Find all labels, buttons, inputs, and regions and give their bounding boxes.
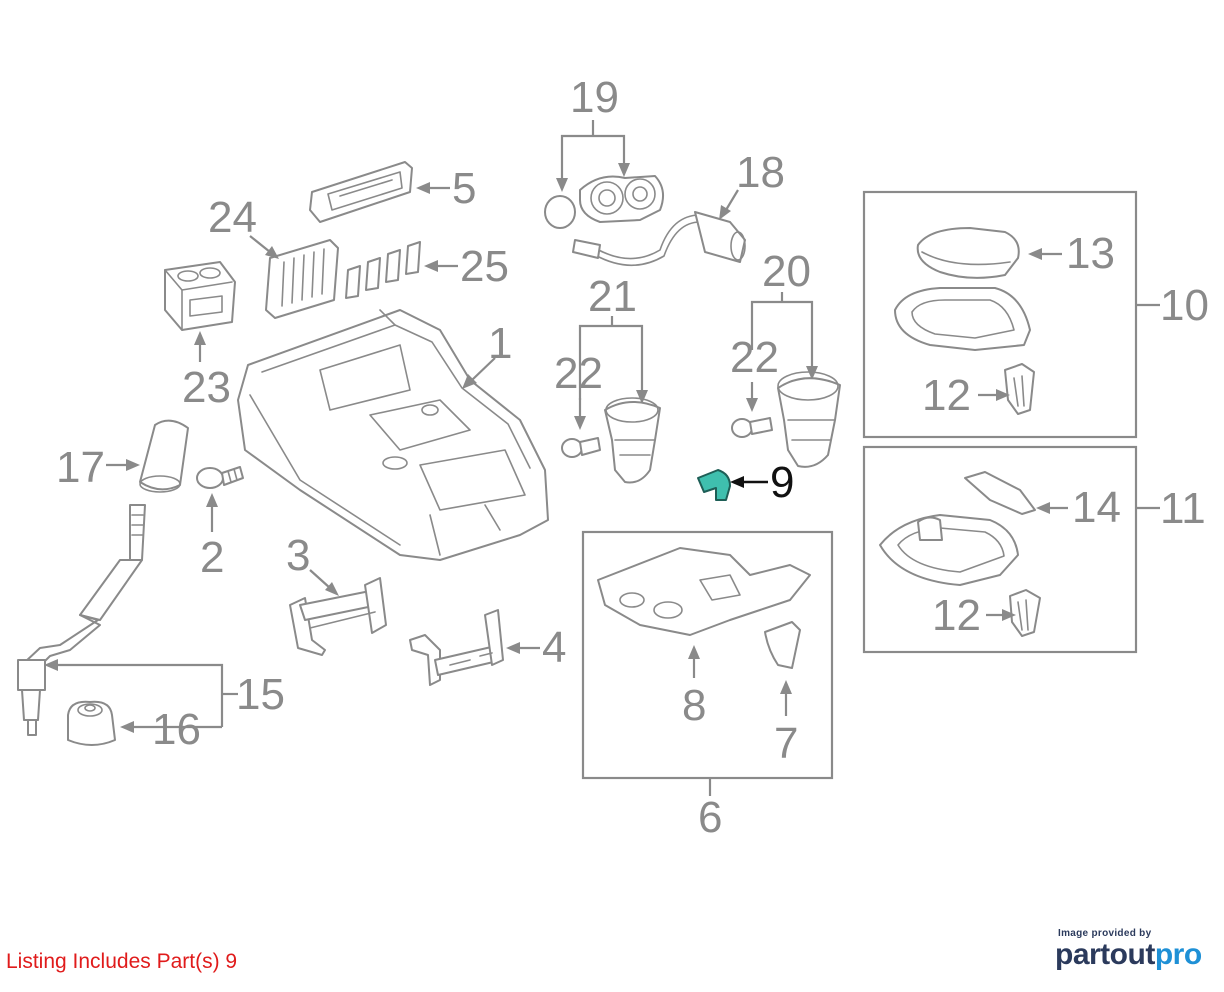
part-21-switch <box>604 397 661 484</box>
part-16-bushing <box>67 700 116 746</box>
callout-10: 10 <box>1160 281 1209 330</box>
part-9-clip <box>697 469 731 501</box>
part-7-clip <box>764 621 801 669</box>
logo-text-partout: partout <box>1055 938 1155 971</box>
leader-22-right <box>746 382 758 412</box>
leader-13 <box>1028 248 1062 260</box>
leader-5 <box>416 182 450 194</box>
callout-9: 9 <box>770 458 794 507</box>
leader-18 <box>719 189 739 220</box>
callout-23: 23 <box>182 363 231 412</box>
leader-14 <box>1036 502 1068 514</box>
callout-8: 8 <box>682 681 706 730</box>
callout-20: 20 <box>762 247 811 296</box>
part-25-clips <box>345 241 421 299</box>
group-11-box <box>862 445 1138 654</box>
leader-1 <box>462 357 496 389</box>
leader-24 <box>249 235 279 259</box>
part-19-housing <box>579 175 665 223</box>
part-8-tray <box>597 547 811 636</box>
part-24-vent <box>265 239 339 319</box>
part-20-switch <box>777 371 841 468</box>
part-22-bolt-left <box>561 437 601 458</box>
callout-2: 2 <box>200 533 224 582</box>
callout-12-lower: 12 <box>932 591 981 640</box>
callout-17: 17 <box>56 443 105 492</box>
part-1-console-body <box>237 309 549 561</box>
part-2-bolt <box>196 466 244 489</box>
leader-2 <box>206 493 218 532</box>
callout-11: 11 <box>1160 484 1206 533</box>
callout-22-left: 22 <box>554 349 603 398</box>
callout-7: 7 <box>774 719 798 768</box>
callout-18: 18 <box>736 148 785 197</box>
callout-24: 24 <box>208 193 257 242</box>
part-14-trim <box>964 471 1036 515</box>
part-3-bracket <box>289 577 387 656</box>
leader-16 <box>120 721 222 733</box>
part-15-lever <box>17 504 146 736</box>
logo-text-pro: pro <box>1154 938 1202 971</box>
leader-15 <box>44 659 238 727</box>
callout-21: 21 <box>588 272 637 321</box>
callout-6: 6 <box>698 793 722 842</box>
leader-3 <box>309 569 339 596</box>
provider-caption: Image provided by <box>1058 928 1152 939</box>
part-22-bolt-right <box>731 417 773 438</box>
partoutpro-logo: partoutpro <box>1055 938 1202 972</box>
leader-23 <box>194 331 206 362</box>
leader-12-upper <box>978 389 1010 401</box>
part-11-boot <box>879 514 1019 586</box>
leader-9 <box>730 476 768 488</box>
part-13-cover <box>916 227 1020 279</box>
leader-12-lower <box>986 609 1016 621</box>
part-23-switch <box>164 261 236 331</box>
leader-7 <box>780 680 792 716</box>
callout-12-upper: 12 <box>922 371 971 420</box>
callout-14: 14 <box>1072 483 1121 532</box>
part-4-bracket <box>409 609 504 686</box>
part-18-socket <box>572 211 746 266</box>
callout-15: 15 <box>236 670 285 719</box>
callout-4: 4 <box>542 623 566 672</box>
leader-19 <box>556 120 630 192</box>
callout-5: 5 <box>452 164 476 213</box>
part-17-knob <box>139 419 189 493</box>
part-12-clip-lower <box>1009 589 1041 637</box>
leader-8 <box>688 645 700 678</box>
leader-17 <box>106 459 140 471</box>
callout-13: 13 <box>1066 229 1115 278</box>
callout-25: 25 <box>460 242 509 291</box>
callout-16: 16 <box>152 705 201 754</box>
part-5-panel <box>309 161 413 223</box>
leader-25 <box>424 260 458 272</box>
part-12-clip-upper <box>1004 363 1035 415</box>
callout-22-right: 22 <box>730 333 779 382</box>
callout-19: 19 <box>570 73 619 122</box>
leader-4 <box>506 642 540 654</box>
listing-note: Listing Includes Part(s) 9 <box>6 950 238 973</box>
leader-22-left <box>574 398 586 430</box>
part-10-bezel <box>894 287 1031 351</box>
part-19-ring <box>544 195 576 229</box>
group-10-box <box>862 190 1138 439</box>
group-6-box <box>581 530 834 780</box>
leader-21 <box>578 316 648 404</box>
leader-20 <box>750 292 818 380</box>
callout-3: 3 <box>286 531 310 580</box>
